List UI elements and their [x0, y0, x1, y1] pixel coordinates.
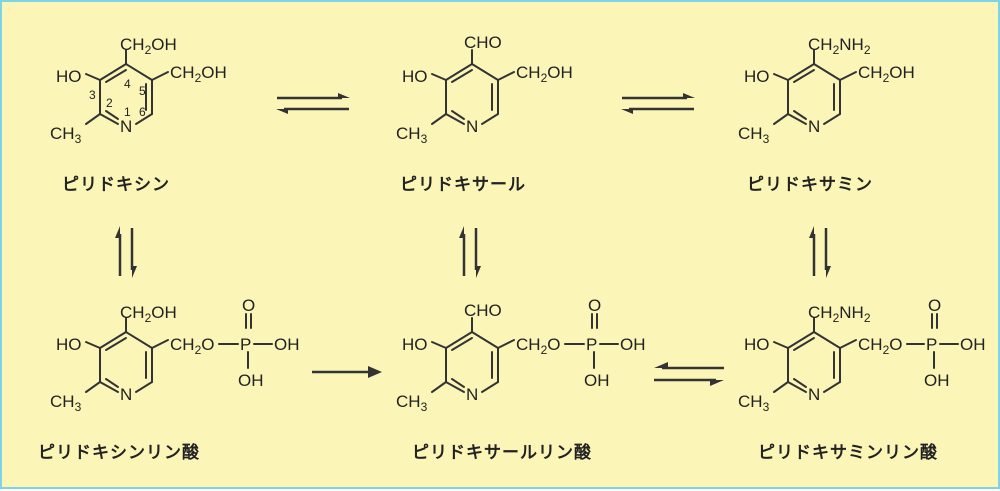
reaction-arrow-phosphate-oxidation	[312, 366, 382, 378]
structure-pyridoxamine: CH2NH2 CH2OH HO CH3 N	[738, 35, 915, 146]
ho-label: HO	[744, 67, 770, 86]
ring-nitrogen: N	[808, 385, 820, 404]
cho-label: CHO	[464, 301, 502, 320]
equilibrium-arrow-pyridoxine-pyridoxal	[276, 93, 350, 114]
ring-number-6: 6	[139, 105, 146, 119]
oh-lower-label: OH	[924, 371, 950, 390]
ch2o-label: CH2O	[170, 335, 214, 357]
ch2oh-right-label: CH2OH	[170, 63, 227, 85]
phosphorus-label: P	[240, 335, 251, 354]
ho-label: HO	[402, 67, 428, 86]
structure-pyridoxamine-phosphate: CH2NH2 CH2O P O OH OH HO CH3 N	[738, 296, 986, 414]
oh-label: OH	[274, 335, 300, 354]
ring-number-4: 4	[124, 77, 131, 91]
equilibrium-arrow-pyridoxamine-phosphate	[809, 226, 831, 278]
oh-lower-label: OH	[584, 371, 610, 390]
ch3-label: CH3	[396, 124, 428, 146]
ch2o-label: CH2O	[516, 335, 560, 357]
ring-number-3: 3	[89, 88, 96, 102]
label-pyridoxine-phosphate: ピリドキシンリン酸	[38, 443, 200, 463]
label-pyridoxine: ピリドキシン	[62, 175, 170, 195]
ch3-label: CH3	[738, 392, 770, 414]
ch2o-label: CH2O	[858, 335, 902, 357]
oxygen-label: O	[588, 296, 601, 315]
ring-nitrogen: N	[808, 117, 820, 136]
equilibrium-arrow-pyridoxal-pyridoxamine	[621, 93, 695, 114]
structure-pyridoxal: CHO CH2OH HO CH3 N	[396, 33, 573, 146]
equilibrium-arrow-pyridoxine-phosphate	[115, 226, 137, 278]
phosphorus-label: P	[926, 335, 937, 354]
ch3-label: CH3	[50, 124, 82, 146]
ch2oh-label: CH2OH	[516, 63, 573, 85]
equilibrium-arrow-pyridoxal-phosphate	[459, 226, 481, 278]
ch3-label: CH3	[50, 392, 82, 414]
ch2oh-top-label: CH2OH	[120, 35, 177, 57]
ring	[99, 63, 153, 125]
ring-nitrogen: N	[120, 385, 132, 404]
ring-number-2: 2	[106, 96, 113, 110]
ho-label: HO	[56, 67, 82, 86]
ch2nh2-label: CH2NH2	[808, 303, 871, 325]
ch3-label: CH3	[396, 392, 428, 414]
ring-nitrogen: N	[466, 385, 478, 404]
ch3-label: CH3	[738, 124, 770, 146]
ho-label: HO	[402, 335, 428, 354]
label-pyridoxamine-phosphate: ピリドキサミンリン酸	[758, 443, 938, 463]
label-pyridoxal: ピリドキサール	[400, 175, 526, 195]
ho-label: HO	[56, 335, 82, 354]
ring-number-1: 1	[124, 105, 131, 119]
oh-label: OH	[620, 335, 646, 354]
ring-nitrogen: N	[466, 117, 478, 136]
oxygen-label: O	[928, 296, 941, 315]
oh-label: OH	[960, 335, 986, 354]
label-pyridoxamine: ピリドキサミン	[747, 175, 873, 195]
oxygen-label: O	[242, 296, 255, 315]
cho-label: CHO	[464, 33, 502, 52]
ch2oh-label: CH2OH	[120, 303, 177, 325]
structure-pyridoxal-phosphate: CHO CH2O P O OH OH HO CH3 N	[396, 296, 646, 414]
equilibrium-arrow-pyridoxal-phosphate-pyridoxamine-phosphate	[654, 362, 724, 386]
phosphorus-label: P	[586, 335, 597, 354]
structure-pyridoxine: CH2OH CH2OH HO CH3 N 2 3 4 5 1 6	[50, 35, 227, 146]
ho-label: HO	[744, 335, 770, 354]
oh-lower-label: OH	[238, 371, 264, 390]
ch2oh-label: CH2OH	[858, 63, 915, 85]
ring-nitrogen: N	[120, 117, 132, 136]
label-pyridoxal-phosphate: ピリドキサールリン酸	[412, 443, 592, 463]
ring-number-5: 5	[139, 84, 146, 98]
ch2nh2-label: CH2NH2	[808, 35, 871, 57]
structure-pyridoxine-phosphate: CH2OH CH2O P O OH OH HO CH3 N	[50, 296, 300, 414]
